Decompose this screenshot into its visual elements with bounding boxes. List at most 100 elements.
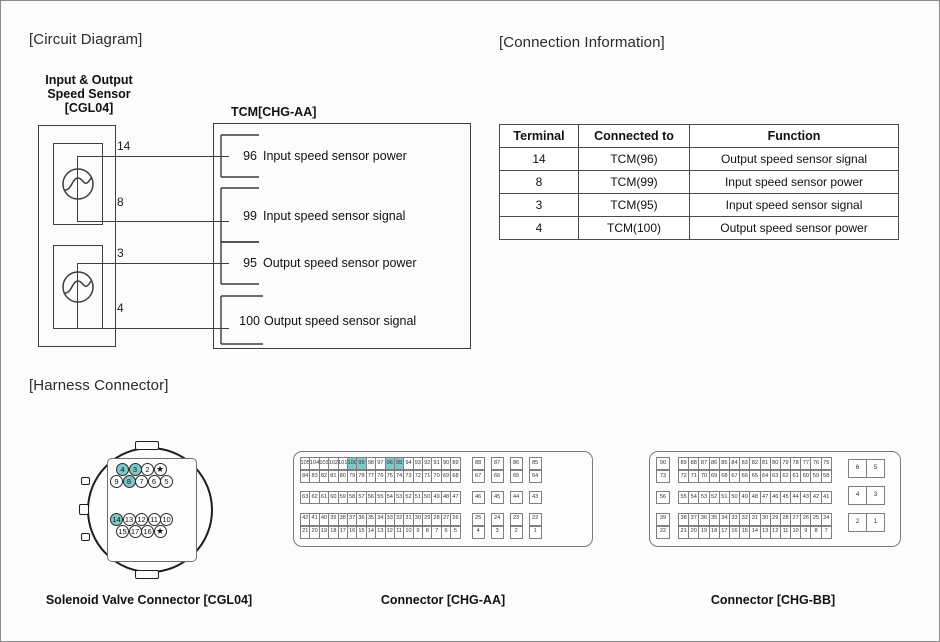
function-text-99: Input speed sensor signal [263,209,406,223]
cgl04-connector: 4 3 2 ★ 9 8 7 6 5 14 13 12 11 10 15 17 1… [79,441,219,581]
chg-aa-pin-86: 86 [509,457,523,471]
chg-aa-pin-64: 64 [528,470,542,484]
cgl04-tab-left-lower [81,533,90,541]
cgl04-pin-row-1: 4 3 2 ★ [116,463,167,476]
cgl04-pin-9: 9 [110,475,123,488]
cell-terminal: 3 [499,193,579,217]
cgl04-pin-row-4: 15 17 16 ★ [116,525,167,538]
chg-aa-row-gap [460,526,472,539]
tcm-pin-99: 99 [243,209,257,223]
tcm-pin-96: 96 [243,149,257,163]
tcm-terminal-bracket-100 [220,295,263,345]
cgl04-pin-10: 10 [160,513,173,526]
table-row: 14 TCM(96) Output speed sensor signal [499,147,899,171]
sensor-label-line3: [CGL04] [64,101,114,115]
chg-aa-pin-67: 67 [471,470,485,484]
cgl04-tab-left-mid [79,504,89,515]
tcm-box-outline [213,123,471,349]
chg-bb-pin-4: 4 [848,486,867,505]
chg-bb-pin-5: 5 [866,459,885,478]
chg-aa-row-gap [460,457,472,470]
cgl04-tab-left-upper [81,477,90,485]
cell-terminal: 14 [499,147,579,171]
chg-aa-pin-65: 65 [509,470,523,484]
chg-bb-caption: Connector [CHG-BB] [710,593,836,607]
wire-8-to-99 [104,221,229,223]
tcm-label: TCM[CHG-AA] [231,105,317,119]
chg-bb-pin-7: 7 [820,525,832,539]
table-row: 3 TCM(95) Input speed sensor signal [499,193,899,217]
wire-4-to-100 [104,328,229,330]
chg-aa-pin-23: 23 [509,512,523,526]
tcm-pin-100: 100 [239,314,260,328]
cell-connected-to: TCM(95) [578,193,690,217]
connection-table: Terminal Connected to Function 14 TCM(96… [499,124,899,240]
circuit-diagram-title: [Circuit Diagram] [29,31,143,48]
function-text-100: Output speed sensor signal [264,314,417,328]
chg-aa-pin-25: 25 [471,512,485,526]
cgl04-tab-top [135,441,159,450]
cgl04-caption: Solenoid Valve Connector [CGL04] [45,593,253,607]
cgl04-tab-bottom [135,570,159,579]
harness-connector-title: [Harness Connector] [29,377,169,394]
chg-aa-pin-24: 24 [490,512,504,526]
function-text-95: Output speed sensor power [263,256,417,270]
chg-bb-pin-75: 75 [820,457,832,471]
sensor-housing-outline [38,125,116,347]
header-function: Function [689,124,899,148]
cgl04-pin-row-3: 14 13 12 11 10 [110,513,173,526]
chg-aa-row-gap [460,513,472,526]
connection-table-wrapper: Terminal Connected to Function 14 TCM(96… [499,124,899,240]
chg-bb-pin-6: 6 [848,459,867,478]
cell-function: Output speed sensor signal [689,147,899,171]
header-connected-to: Connected to [578,124,690,148]
cgl04-pin-17: 17 [128,525,142,538]
chg-bb-pin-58: 58 [820,470,832,484]
cgl04-pin-star-bottom: ★ [153,525,167,538]
chg-aa-pin-85: 85 [528,457,542,471]
chg-aa-pin-4: 4 [471,525,485,539]
wire-3-vertical [77,263,79,329]
sensor-pin-3: 3 [117,246,124,260]
chg-aa-pin-2: 2 [509,525,523,539]
tcm-pin-95: 95 [243,256,257,270]
sensor-pin-14: 14 [117,139,131,153]
chg-aa-pin-66: 66 [490,470,504,484]
tcm-terminal-bracket-96 [220,134,259,178]
wire-3-to-95 [77,263,229,265]
wire-14-vertical [77,156,79,222]
cell-connected-to: TCM(100) [578,216,690,240]
cgl04-pin-15: 15 [116,525,129,538]
chg-bb-pin-73: 73 [656,470,670,484]
cgl04-pin-8: 8 [122,475,136,488]
chg-bb-pin-1: 1 [866,513,885,532]
chg-aa-pin-3: 3 [490,525,504,539]
chg-aa-pin-46: 46 [471,491,485,505]
chg-aa-pin-1: 1 [528,525,542,539]
cgl04-pin-row-2: 9 8 7 6 5 [110,475,173,488]
chg-aa-row-gap [460,491,472,504]
chg-aa-pin-45: 45 [490,491,504,505]
chg-aa-pin-88: 88 [471,457,485,471]
chg-aa-pin-26: 26 [450,512,461,526]
chg-aa-pin-47: 47 [450,491,461,505]
chg-bb-pin-22: 22 [656,525,670,539]
cgl04-pin-5: 5 [160,475,173,488]
cell-terminal: 4 [499,216,579,240]
chg-aa-caption: Connector [CHG-AA] [380,593,506,607]
chg-aa-pin-68: 68 [450,470,461,484]
chg-bb-pin-41: 41 [820,491,832,505]
cell-function: Output speed sensor power [689,216,899,240]
cell-function: Input speed sensor power [689,170,899,194]
